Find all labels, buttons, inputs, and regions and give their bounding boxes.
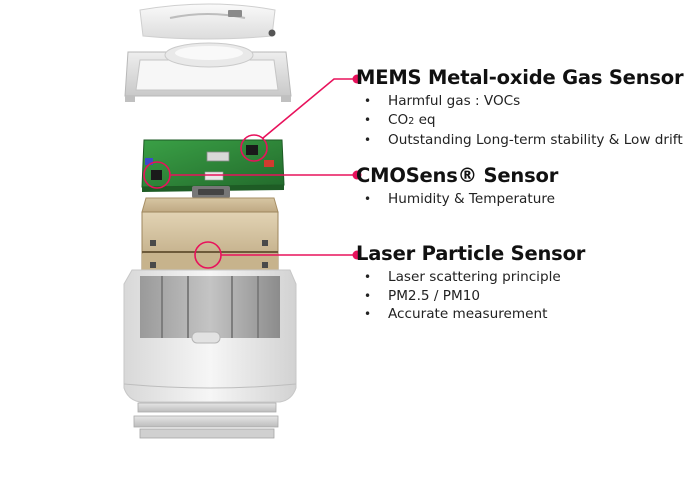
callout-gas-sensor: MEMS Metal-oxide Gas Sensor Harmful gas … [356,66,684,150]
bullet-item-co2: CO2 eq [356,111,683,132]
bullet-item: Harmful gas : VOCs [356,92,683,111]
callout-marker-gas [240,74,362,162]
bullet-item: PM2.5 / PM10 [356,287,585,306]
co2-subscript: 2 [408,115,415,127]
co2-suffix: eq [414,111,436,128]
callout-marker-laser [194,241,362,269]
bullet-item: Laser scattering principle [356,268,585,287]
bullet-list: Humidity & Temperature [356,190,558,209]
callout-laser-sensor: Laser Particle Sensor Laser scattering p… [356,242,585,324]
bullet-item: Outstanding Long-term stability & Low dr… [356,131,683,150]
callout-title: MEMS Metal-oxide Gas Sensor [356,66,684,89]
callout-cmosens-sensor: CMOSens® Sensor Humidity & Temperature [356,164,558,209]
particle-sensor-block [141,197,279,277]
bullet-item: Humidity & Temperature [356,190,558,209]
housing [123,269,297,403]
pcb-board [141,139,285,206]
co2-prefix: CO [388,111,409,128]
bullet-list: Harmful gas : VOCs CO2 eq Outstanding Lo… [356,92,683,150]
bullet-list: Laser scattering principle PM2.5 / PM10 … [356,268,585,324]
callout-title: CMOSens® Sensor [356,164,559,187]
callout-marker-cmosens [143,161,362,189]
membrane-frame [124,42,292,102]
base-plates [133,402,279,439]
bullet-item: Accurate measurement [356,305,585,324]
callout-title: Laser Particle Sensor [356,242,586,265]
top-cap [139,3,276,40]
